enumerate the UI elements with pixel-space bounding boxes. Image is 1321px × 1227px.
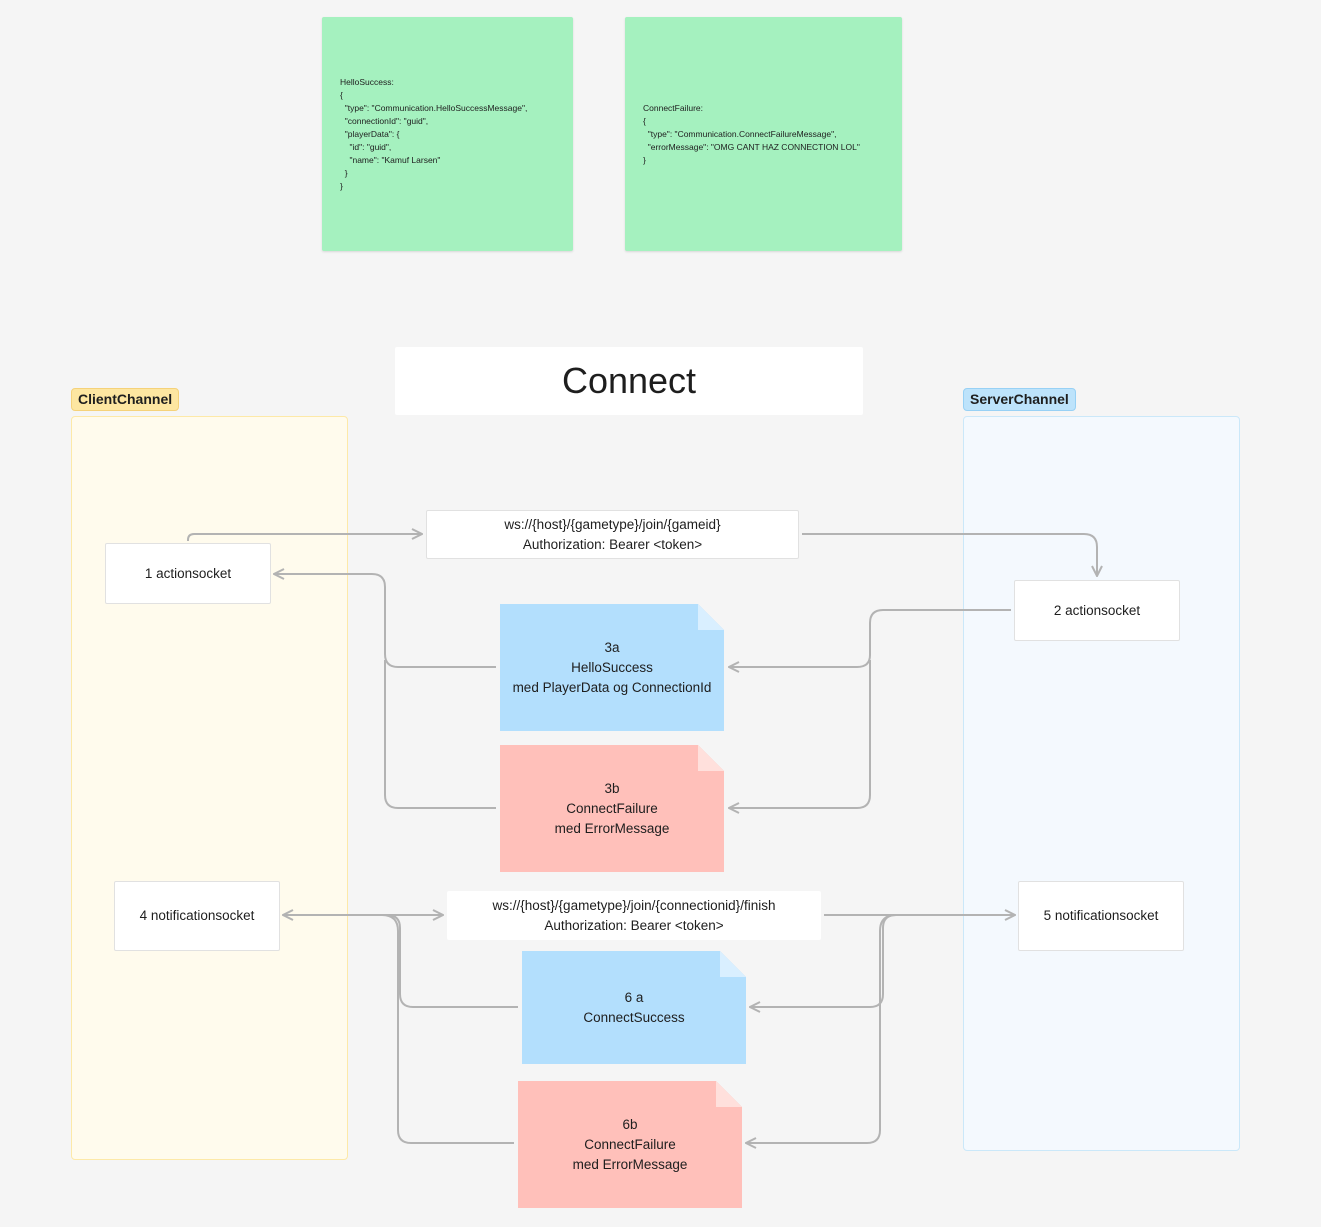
msg-3b-id: 3b <box>604 780 620 796</box>
hello-success-json: HelloSuccess: { "type": "Communication.H… <box>340 76 528 191</box>
client-actionsocket-node[interactable]: 1 actionsocket <box>105 543 271 604</box>
folded-corner-icon <box>698 745 724 771</box>
hello-success-sticky[interactable]: HelloSuccess: { "type": "Communication.H… <box>322 17 573 251</box>
connect-failure-json: ConnectFailure: { "type": "Communication… <box>643 102 860 165</box>
connector-2-to-3a <box>729 609 1011 667</box>
server-channel-label[interactable]: ServerChannel <box>963 388 1076 411</box>
connector-5-to-6b <box>746 914 897 1143</box>
client-channel-section[interactable] <box>71 416 348 1160</box>
server-actionsocket-node[interactable]: 2 actionsocket <box>1014 580 1180 641</box>
server-actionsocket-label: 2 actionsocket <box>1053 602 1141 618</box>
folded-corner-icon <box>720 951 746 977</box>
connect-failure-sticky[interactable]: ConnectFailure: { "type": "Communication… <box>625 17 902 251</box>
msg-3b-connect-failure[interactable]: 3b ConnectFailure med ErrorMessage <box>500 745 724 872</box>
connector-6b-to-4 <box>381 914 514 1144</box>
server-notificationsocket-label: 5 notificationsocket <box>1043 908 1159 923</box>
msg-6b-id: 6b <box>622 1116 638 1132</box>
client-notificationsocket-node[interactable]: 4 notificationsocket <box>114 881 280 951</box>
connector-6a-to-4 <box>386 914 518 1008</box>
msg-3b-detail: med ErrorMessage <box>554 820 670 836</box>
connector-3a-to-1 <box>274 574 496 668</box>
client-notificationsocket-label: 4 notificationsocket <box>139 908 255 923</box>
finish-request-auth: Authorization: Bearer <token> <box>544 917 724 933</box>
msg-6a-name: ConnectSuccess <box>583 1009 685 1025</box>
finish-request-box[interactable]: ws://{host}/{gametype}/join/{connectioni… <box>447 891 821 940</box>
server-channel-section[interactable] <box>963 416 1240 1151</box>
join-request-box[interactable]: ws://{host}/{gametype}/join/{gameid} Aut… <box>426 510 799 559</box>
connector-1-to-join <box>187 534 422 541</box>
folded-corner-icon <box>698 604 724 630</box>
client-actionsocket-label: 1 actionsocket <box>144 565 232 581</box>
msg-6a-connect-success[interactable]: 6 a ConnectSuccess <box>522 951 746 1064</box>
msg-3a-id: 3a <box>604 639 620 655</box>
server-notificationsocket-node[interactable]: 5 notificationsocket <box>1018 881 1184 951</box>
msg-3b-name: ConnectFailure <box>566 800 658 816</box>
diagram-title[interactable]: Connect <box>395 347 863 415</box>
join-request-auth: Authorization: Bearer <token> <box>522 536 703 552</box>
msg-6b-connect-failure[interactable]: 6b ConnectFailure med ErrorMessage <box>518 1081 742 1208</box>
msg-6b-name: ConnectFailure <box>584 1136 676 1152</box>
diagram-title-text: Connect <box>561 360 697 401</box>
folded-corner-icon <box>716 1081 742 1107</box>
msg-3a-name: HelloSuccess <box>571 659 653 675</box>
connector-2-to-3b <box>729 660 871 808</box>
finish-request-url: ws://{host}/{gametype}/join/{connectioni… <box>492 897 776 913</box>
msg-6b-detail: med ErrorMessage <box>572 1156 688 1172</box>
connector-join-to-2 <box>802 533 1097 576</box>
connector-3b-to-1 <box>384 660 496 809</box>
msg-3a-hello-success[interactable]: 3a HelloSuccess med PlayerData og Connec… <box>500 604 724 731</box>
join-request-url: ws://{host}/{gametype}/join/{gameid} <box>504 516 721 532</box>
msg-3a-detail: med PlayerData og ConnectionId <box>512 679 712 695</box>
msg-6a-id: 6 a <box>624 989 644 1005</box>
client-channel-label[interactable]: ClientChannel <box>71 388 180 411</box>
